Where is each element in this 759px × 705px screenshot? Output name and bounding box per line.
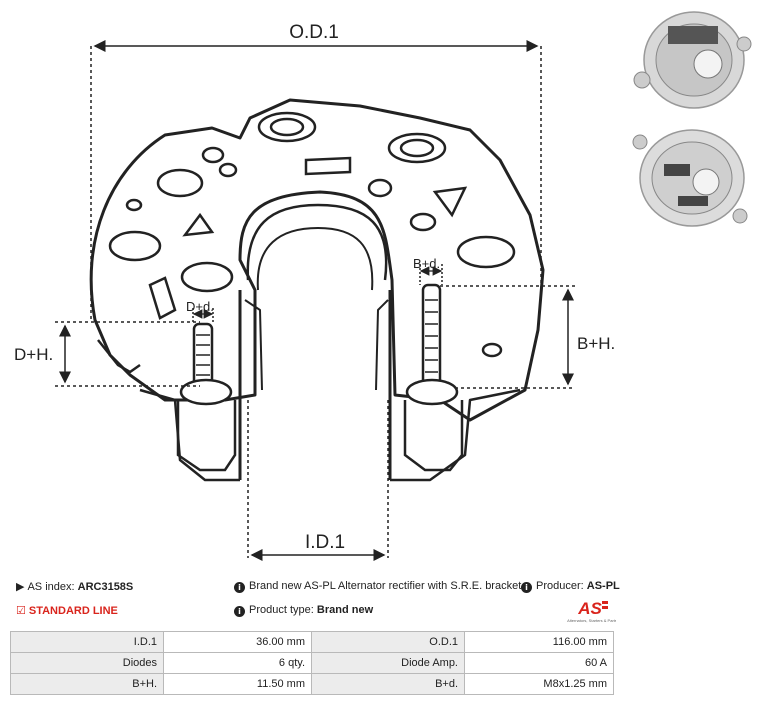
table-row: B+H. 11.50 mm B+d. M8x1.25 mm	[10, 673, 614, 695]
spec-label: B+d.	[311, 673, 465, 695]
od-label: O.D.1	[289, 22, 339, 43]
standard-line: ☑STANDARD LINE	[16, 604, 118, 617]
info-icon: i	[521, 582, 532, 593]
dimension-lines	[55, 40, 575, 561]
info-icon: i	[234, 582, 245, 593]
spec-value: 11.50 mm	[163, 673, 312, 695]
as-index-value: ARC3158S	[77, 581, 134, 593]
product-type: i Product type: Brand new	[234, 604, 373, 617]
table-row: Diodes 6 qty. Diode Amp. 60 A	[10, 652, 614, 674]
spec-value: 36.00 mm	[163, 631, 312, 653]
bd-label: B+d.	[413, 256, 440, 271]
producer-label: Producer:	[536, 580, 584, 592]
spec-label: Diode Amp.	[311, 652, 465, 674]
svg-text:Alternators, Starters & Parts: Alternators, Starters & Parts	[567, 618, 616, 623]
as-index-label: AS index:	[27, 581, 75, 593]
tag-icon: ▶	[16, 580, 25, 593]
dh-label: D+H.	[14, 345, 53, 364]
alternator-rear-photo	[628, 120, 754, 232]
product-type-value: Brand new	[316, 604, 374, 616]
checkbox-icon: ☑	[16, 604, 26, 617]
description: i Brand new AS-PL Alternator rectifier wi…	[234, 580, 521, 593]
as-index: ▶AS index: ARC3158S	[16, 580, 133, 593]
product-type-label: Product type:	[249, 604, 314, 616]
alternator-front-photo	[628, 4, 754, 116]
svg-text:AS: AS	[577, 599, 602, 618]
spec-label: O.D.1	[311, 631, 465, 653]
spec-label: B+H.	[10, 673, 164, 695]
dd-label: D+d.	[186, 299, 214, 314]
spec-table: I.D.1 36.00 mm O.D.1 116.00 mm Diodes 6 …	[10, 631, 614, 695]
bh-label: B+H.	[577, 334, 615, 353]
bolt-right	[403, 283, 464, 472]
producer-value: AS-PL	[586, 580, 620, 592]
id-label: I.D.1	[305, 532, 345, 553]
spec-value: M8x1.25 mm	[464, 673, 614, 695]
spec-label: I.D.1	[10, 631, 164, 653]
rectifier-drawing: O.D.1 I.D.1 D+H. B+H. B+d. D+d.	[14, 22, 615, 561]
info-icon: i	[234, 606, 245, 617]
producer: i Producer: AS-PL	[521, 580, 620, 593]
spec-value: 116.00 mm	[464, 631, 614, 653]
spec-value: 60 A	[464, 652, 614, 674]
bolt-left	[176, 322, 237, 472]
description-text: Brand new AS-PL Alternator rectifier wit…	[249, 580, 522, 592]
spec-value: 6 qty.	[163, 652, 312, 674]
table-row: I.D.1 36.00 mm O.D.1 116.00 mm	[10, 631, 614, 653]
as-pl-logo: AS Alternators, Starters & Parts	[566, 598, 617, 624]
standard-line-label: STANDARD LINE	[28, 605, 118, 617]
spec-label: Diodes	[10, 652, 164, 674]
rectifier-details	[97, 111, 516, 374]
rectifier-body	[89, 98, 545, 482]
